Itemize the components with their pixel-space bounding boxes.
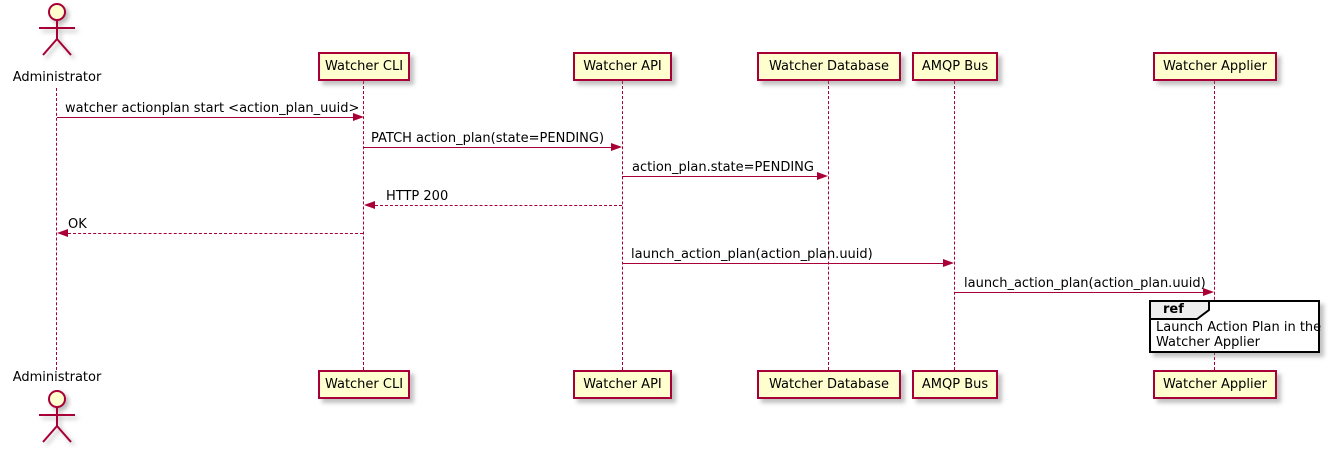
- participant-label: AMQP Bus: [921, 59, 989, 74]
- lifeline-watcher-applier: [1214, 81, 1215, 370]
- participant-label: Watcher Applier: [1163, 377, 1267, 392]
- arrowhead-icon: [364, 201, 375, 209]
- administrator-actor-icon: [39, 3, 75, 56]
- participant-watcher-cli-bottom: Watcher CLI: [318, 370, 410, 399]
- participant-label: Watcher API: [583, 377, 662, 392]
- lifeline-watcher-database: [828, 81, 829, 370]
- message-text: launch_action_plan(action_plan.uuid): [964, 276, 1206, 291]
- arrowhead-icon: [817, 172, 828, 180]
- participant-label: Watcher Applier: [1163, 59, 1267, 74]
- participant-watcher-applier-bottom: Watcher Applier: [1153, 370, 1277, 399]
- participant-label: Watcher CLI: [324, 59, 404, 74]
- message-text: OK: [68, 217, 87, 232]
- message-text: launch_action_plan(action_plan.uuid): [631, 247, 873, 262]
- participant-label: AMQP Bus: [921, 377, 989, 392]
- participant-label: Watcher CLI: [324, 377, 404, 392]
- participant-watcher-database-top: Watcher Database: [757, 52, 901, 81]
- arrowhead-icon: [1203, 288, 1214, 296]
- ref-text-line-2: Watcher Applier: [1156, 335, 1260, 350]
- actor-name-bottom: Administrator: [12, 370, 102, 385]
- arrowhead-icon: [611, 143, 622, 151]
- arrowhead-icon: [353, 113, 364, 121]
- administrator-actor-icon: [39, 390, 75, 443]
- participant-watcher-database-bottom: Watcher Database: [757, 370, 901, 399]
- ref-tab-shape: [1149, 300, 1210, 320]
- participant-watcher-applier-top: Watcher Applier: [1153, 52, 1277, 81]
- message-line: [68, 233, 363, 234]
- lifeline-watcher-api: [622, 81, 623, 370]
- participant-label: Watcher Database: [769, 59, 889, 74]
- actor-name-top: Administrator: [12, 70, 102, 85]
- lifeline-administrator: [56, 88, 57, 370]
- message-line: [955, 292, 1204, 293]
- message-line: [622, 176, 818, 177]
- ref-fragment: ref Launch Action Plan in the Watcher Ap…: [1149, 300, 1322, 353]
- participant-amqp-bus-top: AMQP Bus: [912, 52, 998, 81]
- lifeline-watcher-cli: [363, 81, 364, 370]
- message-text: PATCH action_plan(state=PENDING): [371, 131, 605, 146]
- participant-watcher-api-bottom: Watcher API: [573, 370, 672, 399]
- participant-watcher-cli-top: Watcher CLI: [318, 52, 410, 81]
- message-line: [375, 205, 622, 206]
- participant-watcher-api-top: Watcher API: [573, 52, 672, 81]
- participant-amqp-bus-bottom: AMQP Bus: [912, 370, 998, 399]
- participant-label: Watcher Database: [769, 377, 889, 392]
- ref-text-line-1: Launch Action Plan in the: [1156, 320, 1322, 335]
- arrowhead-icon: [943, 259, 954, 267]
- lifeline-amqp-bus: [954, 81, 955, 370]
- message-line: [364, 147, 612, 148]
- message-text: HTTP 200: [386, 189, 449, 204]
- message-line: [622, 263, 944, 264]
- arrowhead-icon: [57, 229, 68, 237]
- message-text: watcher actionplan start <action_plan_uu…: [65, 101, 360, 116]
- ref-keyword: ref: [1163, 302, 1184, 317]
- message-text: action_plan.state=PENDING: [632, 160, 814, 175]
- message-line: [57, 117, 354, 118]
- participant-label: Watcher API: [583, 59, 662, 74]
